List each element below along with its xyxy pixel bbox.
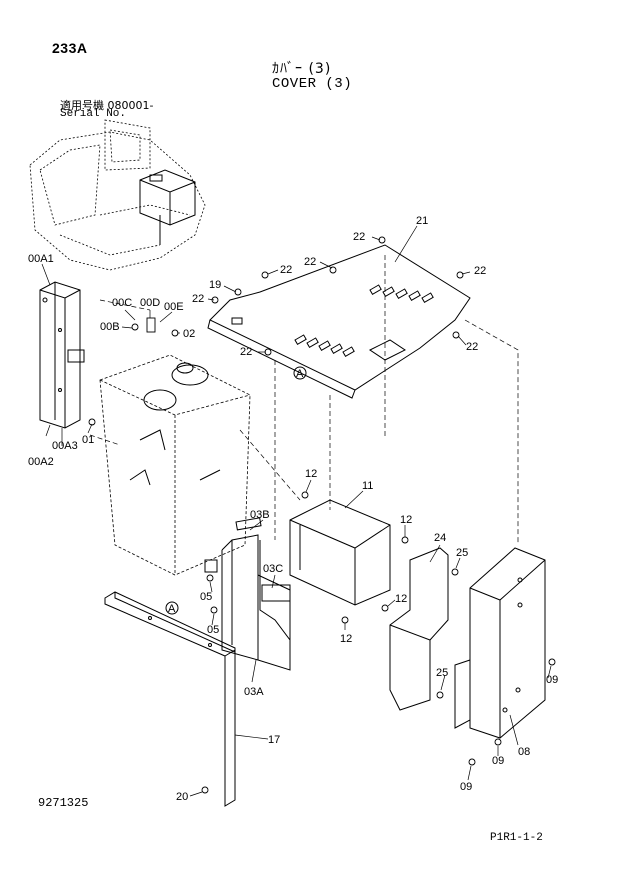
fasteners <box>88 236 556 794</box>
callout-20: 20 <box>176 791 188 803</box>
reference-circle-a-1 <box>293 366 307 380</box>
callout-19: 19 <box>209 279 221 291</box>
duct-cover-11 <box>289 499 391 606</box>
callout-25-b: 25 <box>436 667 448 679</box>
reference-a-2: A <box>168 603 176 615</box>
frame-rail-17 <box>104 591 236 807</box>
title-english: COVER (3) <box>272 76 353 92</box>
reference-a-1: A <box>296 368 304 380</box>
serial-label-english: Serial No. <box>60 108 127 120</box>
assembly-reference-lines <box>89 255 519 545</box>
serial-label-japanese: 適用号機 080001- <box>60 99 154 112</box>
callout-leader-lines <box>41 225 552 797</box>
floor-plate-21 <box>207 244 471 399</box>
callout-09-a: 09 <box>546 674 558 686</box>
callout-05-b: 05 <box>207 624 219 636</box>
callout-24: 24 <box>434 532 446 544</box>
callout-03B: 03B <box>250 509 270 521</box>
callout-21: 21 <box>416 215 428 227</box>
callout-00E: 00E <box>164 301 184 313</box>
callout-11: 11 <box>362 480 373 492</box>
callout-17: 17 <box>268 734 280 746</box>
hydraulic-tank-frame <box>99 354 251 576</box>
control-unit-highlight <box>139 169 196 245</box>
callout-05-a: 05 <box>200 591 212 603</box>
document-number: 9271325 <box>38 796 89 810</box>
reference-markers: A A <box>165 366 307 615</box>
top-mounted-components <box>129 362 221 573</box>
callout-12-b: 12 <box>400 514 412 526</box>
floor-plate-slots <box>231 284 434 361</box>
side-cover-24 <box>389 547 449 711</box>
callout-labels: 22 21 22 22 22 19 22 22 22 00A1 00C 00D … <box>28 215 558 803</box>
callout-12-c: 12 <box>395 593 407 605</box>
callout-09-b: 09 <box>492 755 504 767</box>
callout-03C: 03C <box>263 563 283 575</box>
callout-12-d: 12 <box>340 633 352 645</box>
callout-00A3: 00A3 <box>52 440 78 452</box>
callout-01: 01 <box>82 434 94 446</box>
callout-22-d: 22 <box>474 265 486 277</box>
callout-22-f: 22 <box>240 346 252 358</box>
page-code: 233A <box>52 40 88 56</box>
side-cover-03A <box>221 517 291 671</box>
callout-22-b: 22 <box>304 256 316 268</box>
callout-12-a: 12 <box>305 468 317 480</box>
callout-00A2: 00A2 <box>28 456 54 468</box>
title-japanese: ｶﾊﾞｰ (3) <box>272 61 332 77</box>
callout-03A: 03A <box>244 686 264 698</box>
callout-22-e: 22 <box>192 293 204 305</box>
sheet-code: P1R1-1-2 <box>490 832 543 844</box>
side-bracket-00A1 <box>39 281 85 429</box>
callout-09-c: 09 <box>460 781 472 793</box>
callout-00D: 00D <box>140 297 160 309</box>
callout-00C: 00C <box>112 297 132 309</box>
callout-22-g: 22 <box>466 341 478 353</box>
callout-00B: 00B <box>100 321 120 333</box>
callout-02: 02 <box>183 328 195 340</box>
callout-08: 08 <box>518 746 530 758</box>
machine-overview-drawing <box>29 119 206 271</box>
side-panel-08 <box>454 547 546 739</box>
callout-00A1: 00A1 <box>28 253 54 265</box>
callout-22-a: 22 <box>353 231 365 243</box>
callout-22-c: 22 <box>280 264 292 276</box>
callout-25-a: 25 <box>456 547 468 559</box>
reference-circle-a-2 <box>165 601 179 615</box>
